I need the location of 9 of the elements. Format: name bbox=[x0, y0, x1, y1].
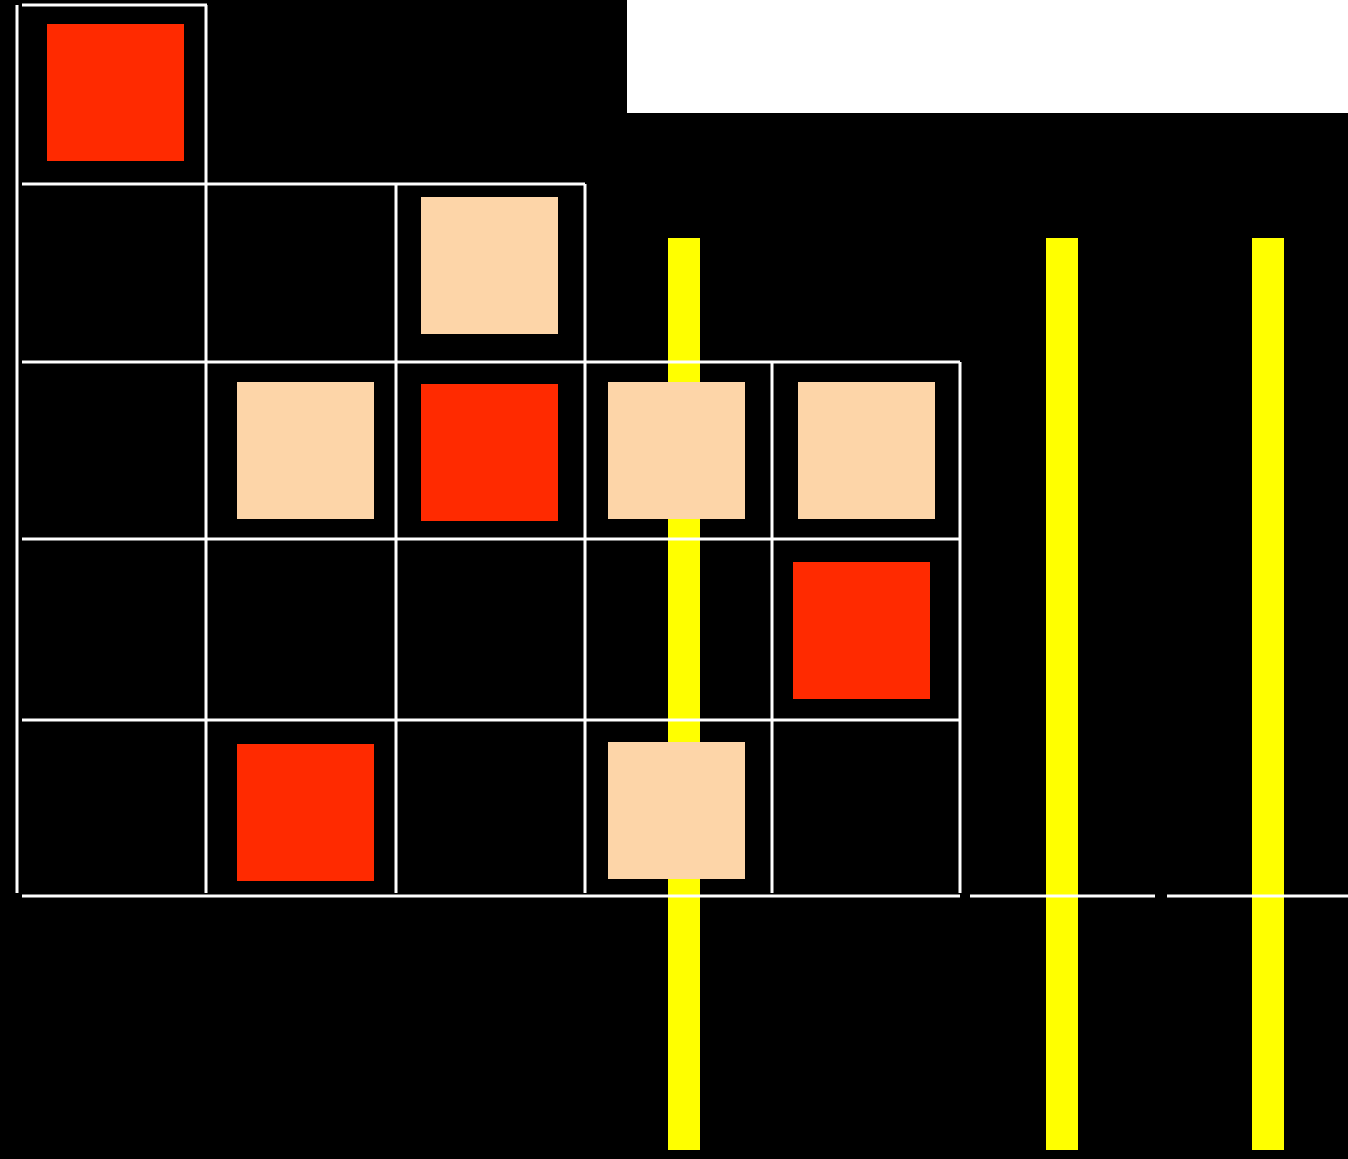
tile bbox=[237, 382, 374, 519]
tile bbox=[793, 562, 930, 699]
tile bbox=[798, 382, 935, 519]
tile bbox=[608, 382, 745, 519]
tile bbox=[237, 744, 374, 881]
tile bbox=[47, 24, 184, 161]
tile bbox=[421, 384, 558, 521]
tile bbox=[421, 197, 558, 334]
tile bbox=[608, 742, 745, 879]
